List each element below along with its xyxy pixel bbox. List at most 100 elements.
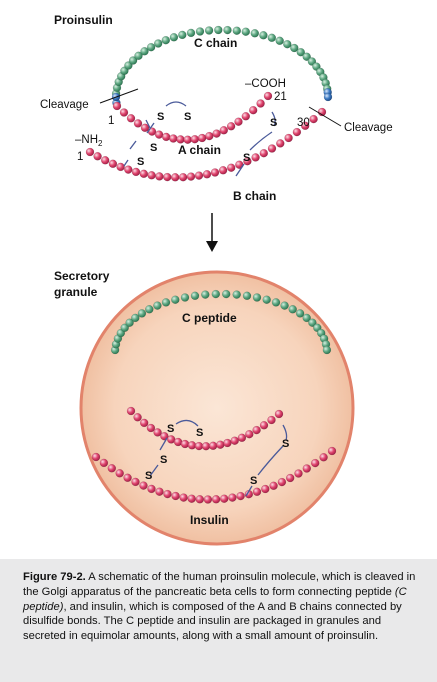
amino-acid-bead [219,494,229,503]
amino-acid-bead [228,493,237,502]
amino-acid-bead [128,56,138,65]
amino-acid-bead [245,430,254,439]
sulfur-label: S [137,156,144,168]
amino-acid-bead [241,27,251,36]
amino-acid-bead [205,131,214,141]
secretory-granule [79,270,355,546]
amino-acid-bead [274,409,284,419]
caption-c-peptide: (C peptide) [23,585,407,613]
amino-acid-bead [327,446,337,456]
proinsulin-diagram: S S S S S S S S S S S S Proinsulin C cha… [40,13,393,546]
amino-acid-bead [99,458,109,468]
cleavage-label-left: Cleavage [40,99,89,111]
amino-acid-bead [242,291,252,300]
amino-acid-bead [283,40,292,49]
amino-acid-bead [202,170,212,179]
insulin-b-chain-beads [91,446,337,504]
sulfur-label: S [167,423,174,435]
amino-acid-bead [131,167,141,177]
proinsulin-title: Proinsulin [54,13,113,27]
cleavage-line-left [99,88,139,104]
b-chain-beads [85,107,327,182]
amino-acid-bead [186,172,196,181]
amino-acid-bead [169,33,179,42]
sulfur-label: S [282,438,289,450]
amino-acid-bead [259,148,268,158]
amino-acid-bead [139,418,149,428]
amino-acid-bead [251,153,260,162]
c-peptide-label: C peptide [182,311,237,325]
amino-acid-bead [301,121,310,131]
figure-caption-box: Figure 79-2. A schematic of the human pr… [0,559,437,682]
amino-acid-bead [126,114,136,123]
amino-acid-bead [161,36,171,45]
amino-acid-bead [180,439,190,449]
amino-acid-bead [208,441,218,450]
amino-acid-bead [275,36,284,45]
amino-acid-bead [262,295,271,304]
amino-acid-bead [155,487,164,496]
amino-acid-bead [269,481,278,490]
amino-acid-bead [226,163,236,172]
amino-acid-bead [221,289,231,299]
amino-acid-bead [195,27,205,36]
amino-acid-bead [179,493,188,502]
amino-acid-bead [178,172,188,182]
sulfur-atoms-insulin: S S S S S S [145,423,289,487]
amino-acid-bead [124,165,133,174]
nh2-label: –NH2 [75,134,103,148]
amino-acid-bead [137,309,147,318]
amino-acid-bead [210,168,220,177]
sulfur-label: S [250,475,257,487]
amino-acid-bead [256,99,265,108]
amino-acid-bead [214,25,223,35]
caption-text: A schematic of the human proinsulin mole… [23,571,416,598]
amino-acid-bead [115,469,124,478]
amino-acid-bead [201,290,210,299]
amino-acid-bead [223,438,232,448]
amino-acid-bead [187,441,197,450]
sulfur-label: S [196,427,203,439]
amino-acid-bead [219,126,229,135]
amino-acid-bead [211,289,221,299]
amino-acid-bead [153,301,162,310]
b-chain-label: B chain [233,189,276,203]
amino-acid-bead [288,305,297,314]
amino-acid-bead [194,441,204,451]
amino-acid-bead [120,323,129,332]
residue-30-label: 30 [297,117,310,129]
amino-acid-bead [112,101,122,111]
amino-acid-bead [178,30,187,40]
amino-acid-bead [131,477,140,487]
c-chain-beads [111,25,332,98]
amino-acid-bead [139,169,149,179]
amino-acid-bead [302,313,311,323]
disulfide-bonds-proinsulin [123,101,276,177]
amino-acid-bead [161,132,171,142]
amino-acid-bead [252,293,262,302]
amino-acid-bead [124,61,133,70]
amino-acid-bead [140,123,150,133]
amino-acid-bead [319,453,328,462]
cleavage-line-right [308,106,342,127]
sulfur-label: S [157,111,164,123]
amino-acid-bead [201,442,211,451]
amino-acid-bead [169,134,178,143]
amino-acid-bead [119,108,129,117]
caption-text: , and insulin, which is composed of the … [23,600,402,643]
cleavage-label-right: Cleavage [344,122,393,134]
amino-acid-bead [261,484,270,494]
sulfur-label: S [270,117,277,129]
amino-acid-bead [190,134,200,144]
amino-acid-bead [147,171,156,180]
amino-acid-bead [203,495,213,504]
amino-acid-bead [290,43,299,53]
amino-acid-bead [197,133,207,143]
amino-acid-bead [252,487,262,496]
amino-acid-bead [190,291,200,300]
amino-acid-bead [140,47,149,56]
amino-acid-bead [302,464,311,473]
amino-acid-bead [93,152,102,161]
sulfur-label: S [145,470,152,482]
amino-acid-bead [171,295,180,304]
